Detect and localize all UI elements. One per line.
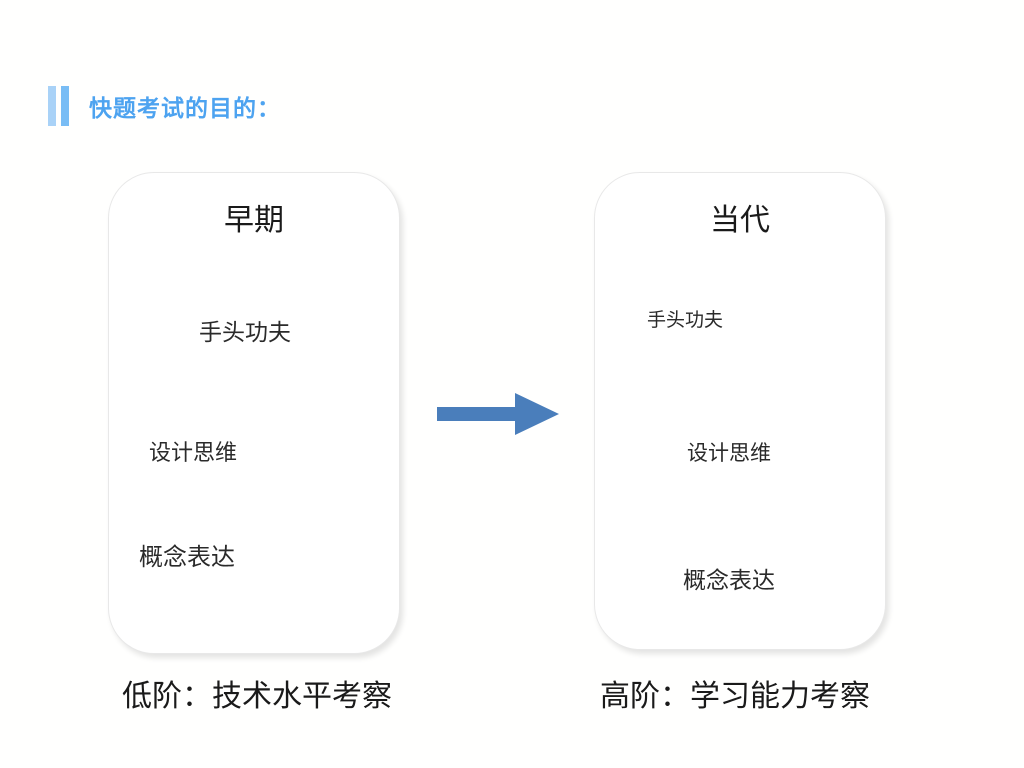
card-contemporary[interactable]: 当代 手头功夫 设计思维 概念表达	[594, 172, 886, 650]
card-early-heading: 早期	[224, 203, 284, 238]
card-early[interactable]: 早期 手头功夫 设计思维 概念表达	[108, 172, 400, 654]
card-contemporary-item-1: 手头功夫	[647, 309, 724, 331]
card-early-content: 早期 手头功夫 设计思维 概念表达	[109, 173, 399, 653]
accent-bar-dark	[61, 86, 69, 126]
card-early-item-3: 概念表达	[139, 543, 235, 571]
card-contemporary-item-3: 概念表达	[683, 568, 775, 594]
card-contemporary-item-2: 设计思维	[687, 441, 771, 465]
card-early-item-2: 设计思维	[149, 441, 238, 466]
card-contemporary-heading: 当代	[710, 203, 770, 238]
title-accent-bars	[48, 86, 69, 126]
page-title: 快题考试的目的：	[89, 96, 281, 122]
caption-contemporary: 高阶：学习能力考察	[600, 679, 870, 714]
caption-early: 低阶：技术水平考察	[122, 679, 392, 714]
accent-bar-light	[48, 86, 56, 126]
right-arrow-icon	[437, 392, 559, 436]
card-early-item-1: 手头功夫	[199, 320, 291, 346]
slide-title-block: 快题考试的目的：	[48, 84, 281, 128]
card-contemporary-content: 当代 手头功夫 设计思维 概念表达	[595, 173, 885, 649]
